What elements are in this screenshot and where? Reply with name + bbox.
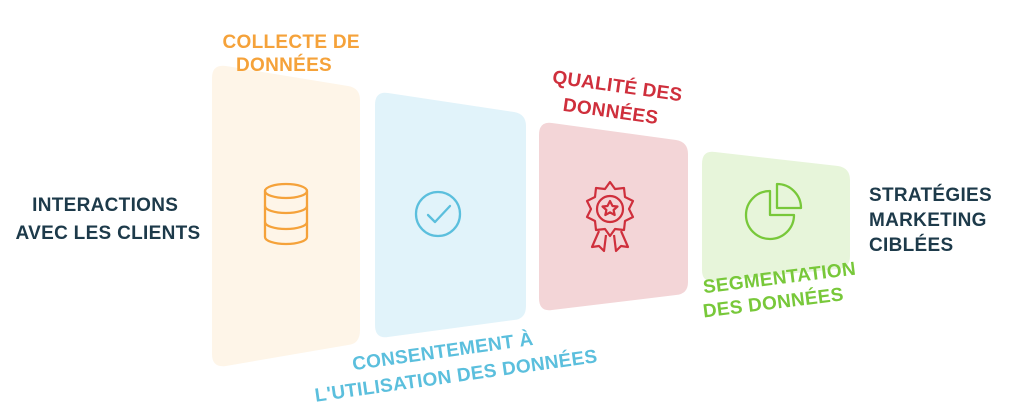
exit-label: STRATÉGIES MARKETING CIBLÉES (869, 184, 998, 256)
stage-qualite-panel (539, 122, 688, 311)
stage-consentement-panel (375, 92, 526, 338)
entry-label-line-1: INTERACTIONS (32, 195, 178, 216)
stage-collecte-label-line-1: COLLECTE DE (223, 32, 360, 53)
entry-label-line-2: AVEC LES CLIENTS (16, 223, 201, 244)
award-badge-icon (585, 180, 635, 253)
stage-collecte-panel (212, 65, 360, 367)
stage-qualite: QUALITÉ DES DONNÉES (539, 66, 689, 311)
entry-label: INTERACTIONS AVEC LES CLIENTS (16, 195, 201, 244)
checkmark-circle-icon (414, 190, 462, 238)
stage-segmentation-panel (702, 151, 850, 282)
stage-collecte-label-line-2: DONNÉES (236, 54, 332, 76)
stage-qualite-label: QUALITÉ DES DONNÉES (547, 66, 689, 133)
pie-chart-icon (744, 182, 803, 241)
exit-label-line-2: MARKETING (869, 210, 987, 231)
stage-collecte: COLLECTE DE DONNÉES (212, 32, 366, 367)
stage-collecte-label: COLLECTE DE DONNÉES (223, 32, 366, 76)
database-icon (263, 182, 309, 246)
exit-label-line-3: CIBLÉES (869, 234, 953, 256)
stage-segmentation: SEGMENTATION DES DONNÉES (702, 151, 857, 322)
exit-label-line-1: STRATÉGIES (869, 184, 992, 206)
